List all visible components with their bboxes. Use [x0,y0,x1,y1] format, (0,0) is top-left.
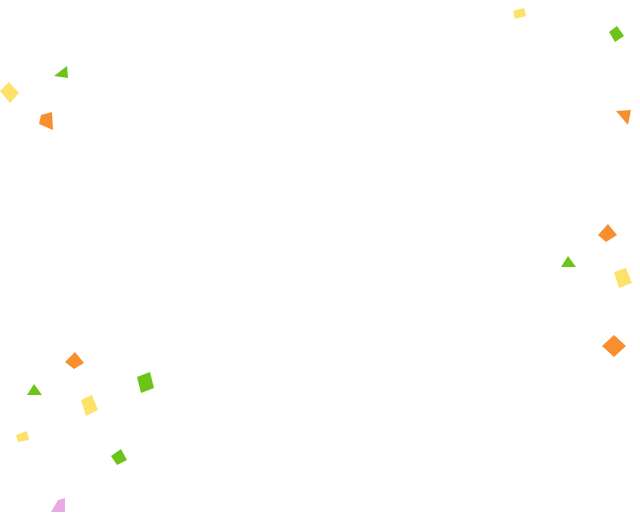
confetti-triangle-orange [616,110,631,125]
confetti-square-orange [65,352,84,369]
confetti-square-orange [39,112,53,130]
confetti-square-orange [598,224,617,242]
confetti-square-green [609,26,624,42]
confetti-triangle-green [561,256,576,267]
confetti-square-yellow [513,8,526,19]
confetti-square-orange [602,335,626,357]
confetti-square-yellow [16,431,29,442]
confetti-square-yellow [81,395,98,416]
confetti-square-yellow [614,268,632,288]
confetti-square-green [111,449,127,465]
confetti-triangle-pink [51,498,65,512]
confetti-triangle-green [54,66,68,78]
confetti-square-green [137,372,154,393]
confetti-triangle-green [27,384,42,395]
confetti-square-yellow [0,82,19,103]
